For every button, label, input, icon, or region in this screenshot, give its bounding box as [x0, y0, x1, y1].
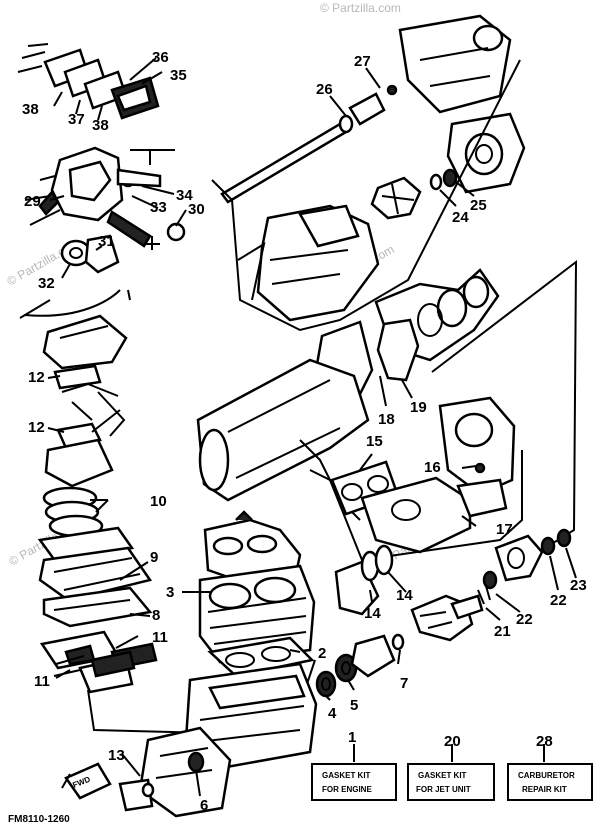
oil-seal-6: [187, 751, 205, 773]
callout-6: 6: [200, 797, 208, 814]
callout-4: 4: [328, 705, 337, 722]
callout-27: 27: [354, 53, 371, 70]
callout-8: 8: [152, 607, 160, 624]
fwd-arrow-icon: FWD: [61, 762, 112, 800]
callout-5: 5: [350, 697, 358, 714]
callout-23: 23: [570, 577, 587, 594]
carburetor-repair-kit-box: CARBURETOR REPAIR KIT: [507, 763, 593, 801]
figure-code: FM8110-1260: [8, 814, 70, 825]
callout-35: 35: [170, 67, 187, 84]
muffler: [196, 358, 370, 502]
callout-28: 28: [536, 733, 553, 750]
leader-curve: [24, 289, 121, 317]
o-ring-7: [391, 633, 405, 651]
callout-20: 20: [444, 733, 461, 750]
callout-37: 37: [68, 111, 85, 128]
gasket-kit-engine-box: GASKET KIT FOR ENGINE: [311, 763, 397, 801]
callout-34: 34: [176, 187, 193, 204]
left-gasket-stack: [37, 314, 158, 694]
callout-17: 17: [496, 521, 513, 538]
impeller: [370, 176, 422, 220]
callout-14-right: 14: [396, 587, 413, 604]
callout-9: 9: [150, 549, 158, 566]
drive-shaft-26: [220, 122, 348, 204]
water-box: [438, 396, 516, 496]
callout-22-left: 22: [516, 611, 533, 628]
base-gasket-2: [207, 636, 315, 678]
kit-engine-line2: FOR ENGINE: [322, 785, 372, 794]
drive-shaft-end: [338, 114, 354, 134]
callout-22-right: 22: [550, 592, 567, 609]
leader-lines: [47, 57, 577, 797]
callout-33: 33: [150, 199, 167, 216]
callout-1: 1: [348, 729, 356, 746]
callout-36: 36: [152, 49, 169, 66]
jet-outline-line: [211, 59, 521, 332]
bolt-16: [474, 462, 486, 474]
exhaust-pipe-17: [360, 476, 508, 554]
cylinder-head: [203, 510, 302, 586]
callout-12-upper: 12: [28, 369, 45, 386]
kit-carb-line2: REPAIR KIT: [522, 785, 567, 794]
callout-3: 3: [166, 584, 174, 601]
callout-14-left: 14: [364, 605, 381, 622]
callout-11-right: 11: [152, 629, 168, 646]
kit-carb-line1: CARBURETOR: [518, 771, 575, 780]
oil-seal-4: [315, 670, 337, 698]
callout-2: 2: [318, 645, 326, 662]
exhaust-gasket-19: [376, 318, 420, 382]
carburetor-assembly: [24, 146, 186, 250]
callout-10: 10: [150, 493, 167, 510]
exhaust-outline-line: [309, 450, 523, 562]
callout-24: 24: [452, 209, 469, 226]
coupler-27: [348, 92, 386, 126]
seal-23: [556, 528, 572, 548]
kit-jet-line1: GASKET KIT: [418, 771, 467, 780]
kit-engine-line1: GASKET KIT: [322, 771, 371, 780]
bearing-cap: [494, 534, 544, 582]
callout-16: 16: [424, 459, 441, 476]
callout-38-left: 38: [22, 101, 39, 118]
crankshaft-end: [410, 594, 484, 642]
seal-25: [442, 168, 458, 188]
callout-labels: 1 2 3 4 5 6 7 8 9 10 11 11 12 12 13 14 1…: [22, 49, 587, 814]
callout-31: 31: [98, 233, 115, 250]
callout-12-lower: 12: [28, 419, 45, 436]
watermark: © Partzilla.com: [320, 1, 401, 15]
callout-25: 25: [470, 197, 487, 214]
steering-nozzle: [398, 14, 512, 114]
seal-22-lower: [482, 570, 498, 590]
bearing-housing: [350, 634, 396, 678]
callout-18: 18: [378, 411, 395, 428]
callout-19: 19: [410, 399, 427, 416]
callout-38-right: 38: [92, 117, 109, 134]
callout-7: 7: [400, 675, 408, 692]
callout-15: 15: [366, 433, 383, 450]
callout-32: 32: [38, 275, 55, 292]
spring-21: [477, 585, 491, 605]
intake-housing: [256, 204, 380, 322]
intake-gasket-32-31: [60, 234, 120, 274]
rotor-14: [334, 544, 394, 616]
callout-11-left: 11: [34, 673, 50, 690]
callout-29: 29: [24, 193, 41, 210]
seal-22-upper: [540, 536, 556, 556]
callout-21: 21: [494, 623, 511, 640]
ring-24: [429, 173, 443, 191]
pump-housing-25: [446, 112, 526, 194]
plug-13: [141, 782, 155, 798]
gasket-kit-jet-box: GASKET KIT FOR JET UNIT: [407, 763, 495, 801]
callout-30: 30: [188, 201, 205, 218]
callout-26: 26: [316, 81, 333, 98]
callout-13: 13: [108, 747, 125, 764]
intake-reed-stack: [17, 43, 160, 120]
kit-jet-line2: FOR JET UNIT: [416, 785, 471, 794]
